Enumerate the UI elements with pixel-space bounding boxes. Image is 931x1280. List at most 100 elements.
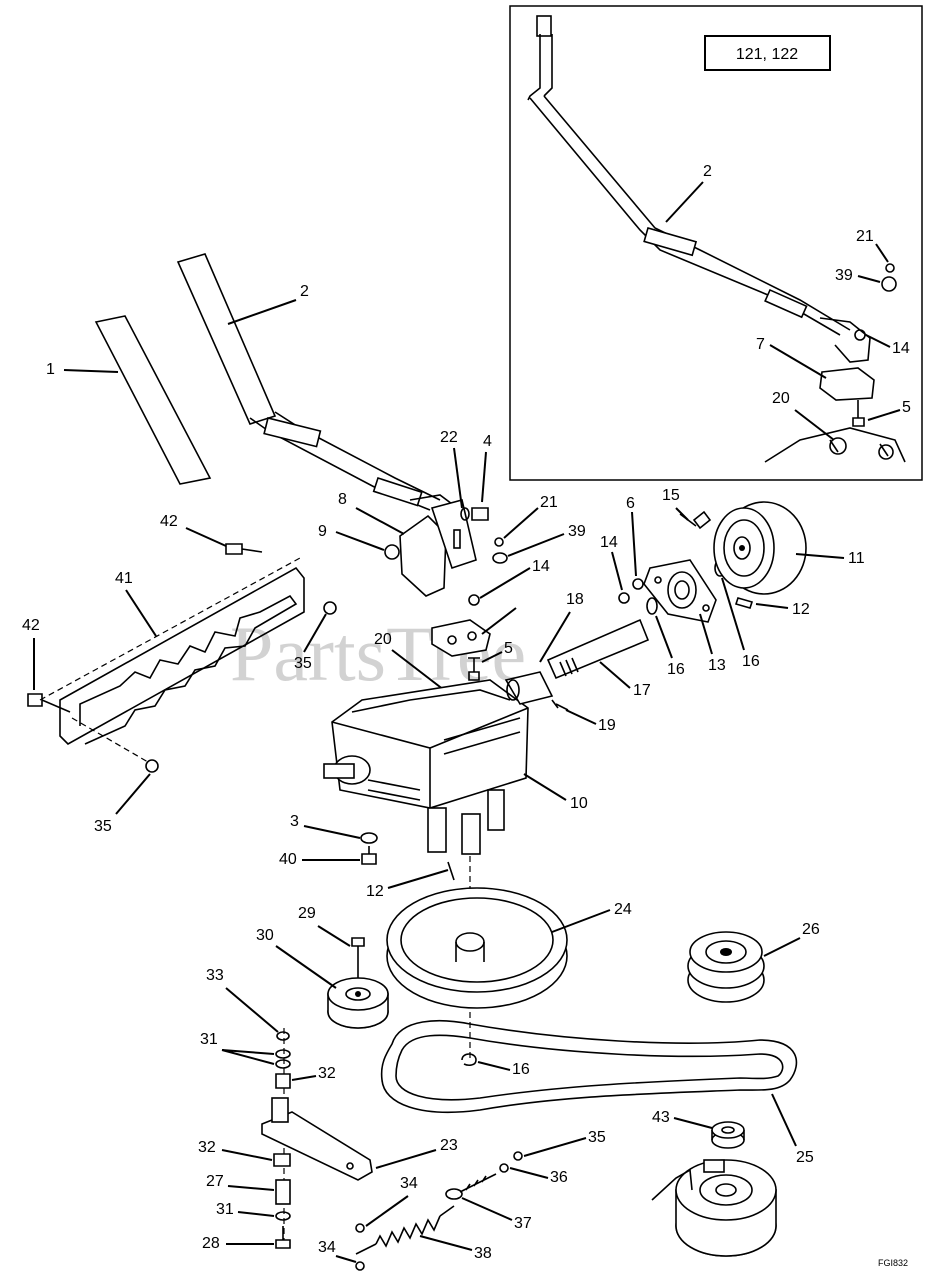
callout-24: 24 (614, 901, 632, 918)
spacer-part-27 (275, 1179, 291, 1205)
callout-16-c: 16 (512, 1061, 530, 1078)
callout-21-inset: 21 (856, 228, 874, 245)
spring-part-38 (355, 1205, 455, 1255)
snap-ring-part-16-a (646, 597, 658, 615)
shaft-part-17 (546, 618, 650, 680)
pulley-part-24 (386, 887, 568, 1009)
inset-nut-part-14 (854, 329, 866, 341)
callout-31-lower: 31 (216, 1201, 234, 1218)
nut-part-21 (494, 537, 504, 547)
callout-12-upper: 12 (792, 601, 810, 618)
key-part-12-lower (447, 861, 455, 881)
spacer-part-43 (711, 1121, 745, 1149)
electric-clutch (651, 1159, 777, 1257)
callout-40: 40 (279, 851, 297, 868)
callout-26: 26 (802, 921, 820, 938)
inset-bracket-part-7 (819, 367, 875, 401)
callout-22: 22 (440, 429, 458, 446)
callout-33: 33 (206, 967, 224, 984)
callout-32-lower: 32 (198, 1139, 216, 1156)
callout-21: 21 (540, 494, 558, 511)
bolt-part-42-lower (27, 693, 71, 713)
callout-39-inset: 39 (835, 267, 853, 284)
bushing-part-32-lower (273, 1153, 291, 1167)
washer-part-3 (360, 832, 378, 844)
figure-code: FGI832 (878, 1258, 908, 1268)
nut-part-35-lower (145, 759, 159, 773)
nut-part-14 (468, 594, 480, 606)
callout-7-inset: 7 (756, 336, 765, 353)
pulley-part-26 (687, 931, 765, 1003)
belt-part-25 (380, 1019, 798, 1114)
callout-9: 9 (318, 523, 327, 540)
key-part-12-upper (734, 597, 754, 609)
washer-part-31-b (275, 1059, 291, 1069)
nut-part-35-upper (323, 601, 337, 615)
inset-nut-part-21 (885, 263, 895, 273)
callout-16-a: 16 (667, 661, 685, 678)
callout-5: 5 (504, 640, 513, 657)
callout-15: 15 (662, 487, 680, 504)
callout-42-upper: 42 (160, 513, 178, 530)
bracket-part-7 (431, 619, 491, 657)
callout-41: 41 (115, 570, 133, 587)
callout-19: 19 (598, 717, 616, 734)
callout-14: 14 (532, 558, 550, 575)
inset-model-box (704, 35, 831, 71)
gear-rack-part-41 (39, 557, 305, 745)
callout-37: 37 (514, 1215, 532, 1232)
bushing-part-32-upper (275, 1073, 291, 1089)
idler-pulley-part-30 (327, 977, 389, 1029)
nut-part-35-bottom (513, 1151, 523, 1161)
callout-4: 4 (483, 433, 492, 450)
inset-panel: 121, 122 2 21 39 14 7 20 (509, 5, 923, 481)
callout-18: 18 (566, 591, 584, 608)
nut-part-36 (499, 1163, 509, 1173)
callout-5-inset: 5 (902, 399, 911, 416)
bracket-part-8 (399, 514, 447, 597)
bolt-part-40 (361, 846, 377, 865)
callout-20: 20 (374, 631, 392, 648)
eyebolt-part-37 (445, 1173, 497, 1200)
bearing-flange-part-13 (643, 559, 717, 623)
bolt-part-28 (275, 1226, 291, 1249)
callout-2: 2 (300, 283, 309, 300)
idler-bracket-part-23 (261, 1097, 373, 1181)
washer-part-6 (632, 578, 644, 590)
callout-42-lower: 42 (22, 617, 40, 634)
bolt-part-4 (471, 507, 489, 521)
callout-12-lower: 12 (366, 883, 384, 900)
bolt-part-5 (468, 657, 480, 681)
callout-38: 38 (474, 1245, 492, 1262)
callout-2-inset: 2 (703, 163, 712, 180)
callout-27: 27 (206, 1173, 224, 1190)
callout-3: 3 (290, 813, 299, 830)
inset-bolt-part-5 (852, 400, 865, 427)
callout-6: 6 (626, 495, 635, 512)
callout-14-inset: 14 (892, 340, 910, 357)
lever-part-2 (176, 253, 463, 549)
callout-17: 17 (633, 682, 651, 699)
callout-43: 43 (652, 1109, 670, 1126)
callout-13: 13 (708, 657, 726, 674)
callout-25: 25 (796, 1149, 814, 1166)
washer-part-31-a (275, 1049, 291, 1059)
lever-part-1 (94, 315, 212, 485)
inset-model-label: 121, 122 (736, 46, 798, 63)
nut-part-14-right (618, 592, 630, 604)
nut-part-33 (276, 1031, 290, 1041)
callout-32-upper: 32 (318, 1065, 336, 1082)
callout-29: 29 (298, 905, 316, 922)
bolt-part-42-upper (225, 543, 263, 555)
callout-35-bottom: 35 (588, 1129, 606, 1146)
pulley-part-11 (713, 501, 807, 595)
snap-ring-part-16-c (461, 1053, 477, 1066)
callout-1: 1 (46, 361, 55, 378)
inset-washer-part-39 (881, 276, 897, 292)
callout-34-upper: 34 (400, 1175, 418, 1192)
callout-31-upper: 31 (200, 1031, 218, 1048)
transmission-housing-part-10 (323, 679, 529, 855)
nut-part-34-upper (355, 1223, 365, 1233)
nut-part-34-lower (355, 1261, 365, 1271)
